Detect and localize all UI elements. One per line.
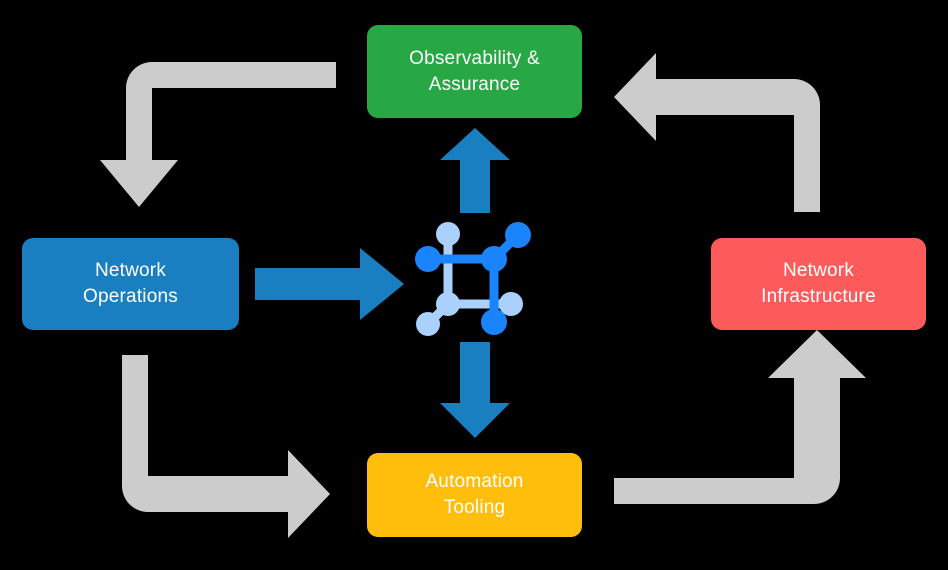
node-observability-assurance[interactable]: Observability & Assurance [367,25,582,118]
node-automation-tooling[interactable]: Automation Tooling [367,453,582,537]
connector-operations-to-center [255,248,404,320]
connector-automation-to-infrastructure [614,330,866,504]
node-observability-label: Observability & Assurance [409,47,540,95]
node-automation-label: Automation Tooling [425,471,524,518]
network-topology-icon [415,222,531,336]
node-infrastructure-label: Network Infrastructure [761,260,876,307]
connector-center-to-observability [440,128,510,213]
node-operations-label: Network Operations [83,260,178,307]
connector-observability-to-operations [100,62,336,207]
node-network-operations[interactable]: Network Operations [22,238,239,330]
connector-center-to-automation [440,342,510,438]
node-network-infrastructure[interactable]: Network Infrastructure [711,238,926,330]
connector-operations-to-automation [122,355,330,538]
connector-infrastructure-to-observability [614,53,820,212]
